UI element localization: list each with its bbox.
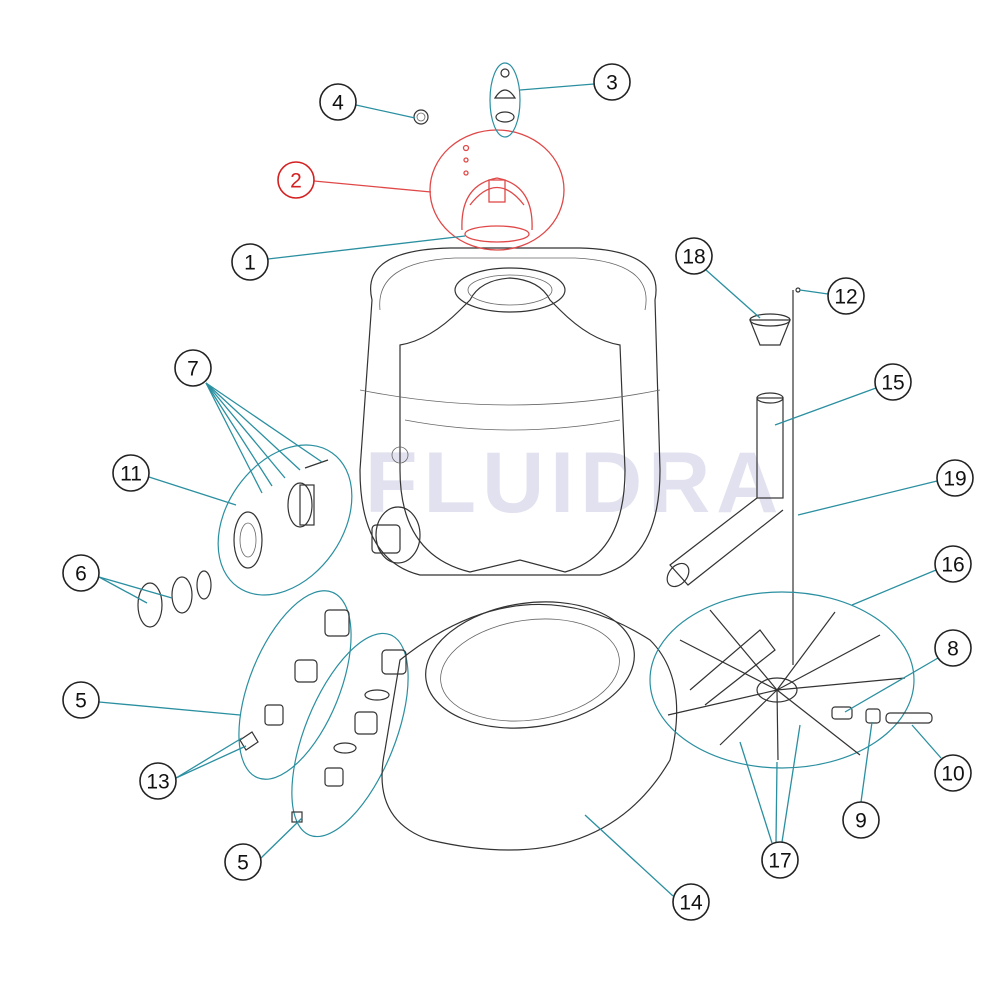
svg-text:18: 18 <box>682 246 705 269</box>
callout-8[interactable]: 8 <box>934 629 972 667</box>
filter-tank <box>359 247 661 576</box>
svg-text:16: 16 <box>941 554 964 577</box>
svg-text:17: 17 <box>768 850 791 873</box>
callout-9[interactable]: 9 <box>842 801 880 839</box>
union-fitting <box>137 570 212 628</box>
svg-text:1: 1 <box>244 252 256 275</box>
svg-text:8: 8 <box>947 638 959 661</box>
svg-text:14: 14 <box>679 892 703 915</box>
manometer <box>413 109 429 125</box>
leader-lines <box>98 83 942 897</box>
svg-text:15: 15 <box>881 372 904 395</box>
svg-text:2: 2 <box>290 170 302 193</box>
callout-2[interactable]: 2 <box>277 161 315 199</box>
collector-assembly <box>649 591 915 769</box>
svg-text:3: 3 <box>606 72 618 95</box>
callout-14[interactable]: 14 <box>672 883 710 921</box>
callout-16[interactable]: 16 <box>934 545 972 583</box>
callout-4[interactable]: 4 <box>319 83 357 121</box>
svg-text:12: 12 <box>834 286 857 309</box>
riser-pipe <box>666 392 784 588</box>
callout-7[interactable]: 7 <box>174 349 212 387</box>
svg-text:11: 11 <box>120 463 142 486</box>
svg-text:5: 5 <box>75 690 87 713</box>
callout-15[interactable]: 15 <box>874 363 912 401</box>
svg-text:5: 5 <box>237 852 249 875</box>
callout-10[interactable]: 10 <box>934 754 972 792</box>
svg-text:7: 7 <box>187 358 199 381</box>
drain-assembly-b <box>291 632 409 838</box>
cover-assembly <box>429 129 565 251</box>
callout-1[interactable]: 1 <box>231 243 269 281</box>
flange-group <box>217 444 353 596</box>
callout-5b[interactable]: 5 <box>224 843 262 881</box>
diffuser <box>749 313 791 346</box>
callout-3[interactable]: 3 <box>593 63 631 101</box>
callout-17[interactable]: 17 <box>761 841 799 879</box>
callout-11[interactable]: 11 <box>112 454 150 492</box>
base <box>381 601 678 851</box>
callout-6[interactable]: 6 <box>62 554 100 592</box>
svg-text:10: 10 <box>941 763 964 786</box>
vent-valve <box>489 62 521 138</box>
svg-text:19: 19 <box>943 468 966 491</box>
callout-5a[interactable]: 5 <box>62 681 100 719</box>
callout-12[interactable]: 12 <box>827 277 865 315</box>
watermark: FLUIDRA <box>365 435 784 531</box>
callout-19[interactable]: 19 <box>936 459 974 497</box>
callout-13[interactable]: 13 <box>139 762 177 800</box>
svg-text:9: 9 <box>855 810 867 833</box>
callout-18[interactable]: 18 <box>675 237 713 275</box>
lateral-parts <box>795 287 933 724</box>
svg-text:6: 6 <box>75 563 87 586</box>
svg-text:13: 13 <box>146 771 169 794</box>
svg-text:4: 4 <box>332 92 344 115</box>
